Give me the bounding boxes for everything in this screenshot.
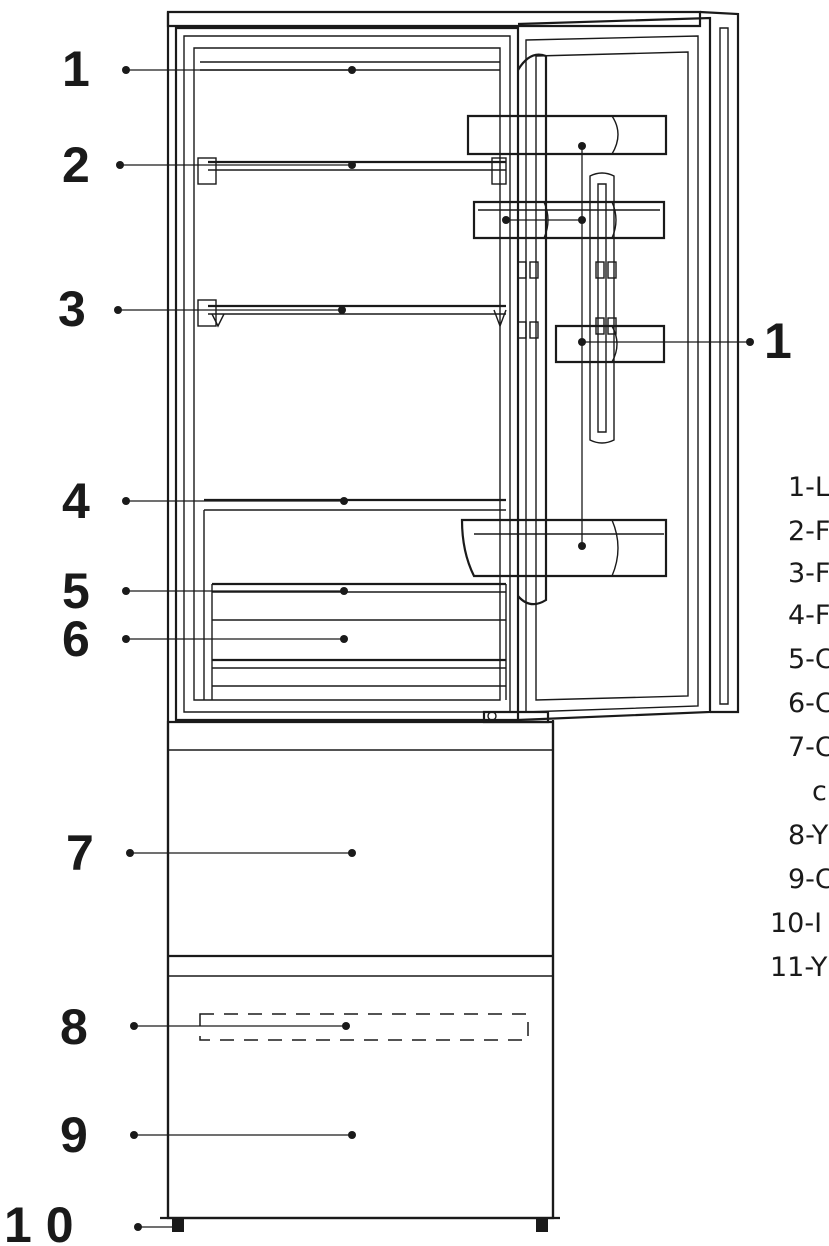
legend-item-5: 5-C (788, 644, 829, 675)
callout-2: 2 (62, 137, 90, 193)
door-rail-inner (597, 183, 607, 433)
legend-item-2: 2-F (788, 516, 829, 547)
door-seal (719, 27, 729, 705)
legend-item-1: 1-L (788, 472, 829, 503)
legend-item-7-cont: c (812, 776, 827, 807)
callout-10: 1 0 (4, 1197, 74, 1246)
front-foot-right (536, 1218, 548, 1232)
callout-1: 1 (62, 41, 90, 97)
crisper-drawer-lower (212, 658, 506, 687)
door-inner-liner (535, 51, 689, 701)
door-outer (517, 16, 712, 722)
legend-item-4: 4-F (788, 600, 829, 631)
freezer-section (160, 720, 560, 1232)
callout-7: 7 (66, 825, 94, 881)
door-clip (529, 261, 539, 279)
door-clip (517, 321, 527, 339)
legend-item-3: 3-F (788, 558, 829, 589)
door-balcony-2 (472, 200, 666, 240)
fridge-cabinet (166, 10, 702, 1218)
fridge-door-open (460, 10, 740, 724)
legend-item-10: 10-I (770, 908, 822, 939)
door-edge (699, 10, 740, 714)
callout-numbers: 1 2 3 4 5 6 7 8 9 1 0 1 (4, 41, 792, 1246)
front-foot-left (172, 1218, 184, 1232)
legend-item-8: 8-Y (788, 820, 829, 851)
door-balcony-1 (466, 114, 668, 156)
door-liner (525, 35, 699, 713)
hinge-screw (487, 711, 497, 721)
door-balcony-4 (460, 518, 668, 578)
legend-item-11: 11-Y (770, 952, 828, 983)
door-rail (589, 172, 615, 444)
legend-item-6: 6-C (788, 688, 829, 719)
fridge-inner-liner (193, 47, 501, 701)
door-balcony-3 (554, 324, 666, 364)
door-clip (595, 261, 605, 279)
cabinet-top (166, 10, 702, 28)
callout-6: 6 (62, 611, 90, 667)
crisper-cover-shelf (203, 498, 506, 700)
callout-5: 5 (62, 563, 90, 619)
ice-tray-dashed (199, 1013, 529, 1041)
legend-item-9: 9-C (788, 864, 829, 895)
leader-lines (114, 66, 754, 1231)
callout-8: 8 (60, 999, 88, 1055)
callout-4: 4 (62, 473, 90, 529)
crisper-drawer-upper (211, 582, 507, 700)
callout-9: 9 (60, 1107, 88, 1163)
legend-item-7: 7-C (788, 732, 829, 763)
door-rim (517, 53, 548, 606)
fridge-compartment-outer (174, 26, 520, 722)
door-clip (529, 321, 539, 339)
callout-door-1: 1 (764, 313, 792, 369)
freezer-outer (166, 720, 555, 1220)
callout-3: 3 (58, 281, 86, 337)
glass-shelf-1 (197, 157, 507, 185)
door-clip (607, 261, 617, 279)
glass-shelf-2 (197, 299, 507, 328)
parts-legend: 1-L 2-F 3-F 4-F 5-C 6-C 7-C c 8-Y 9-C 10… (770, 472, 829, 983)
door-clip (517, 261, 527, 279)
fridge-liner (183, 35, 511, 713)
